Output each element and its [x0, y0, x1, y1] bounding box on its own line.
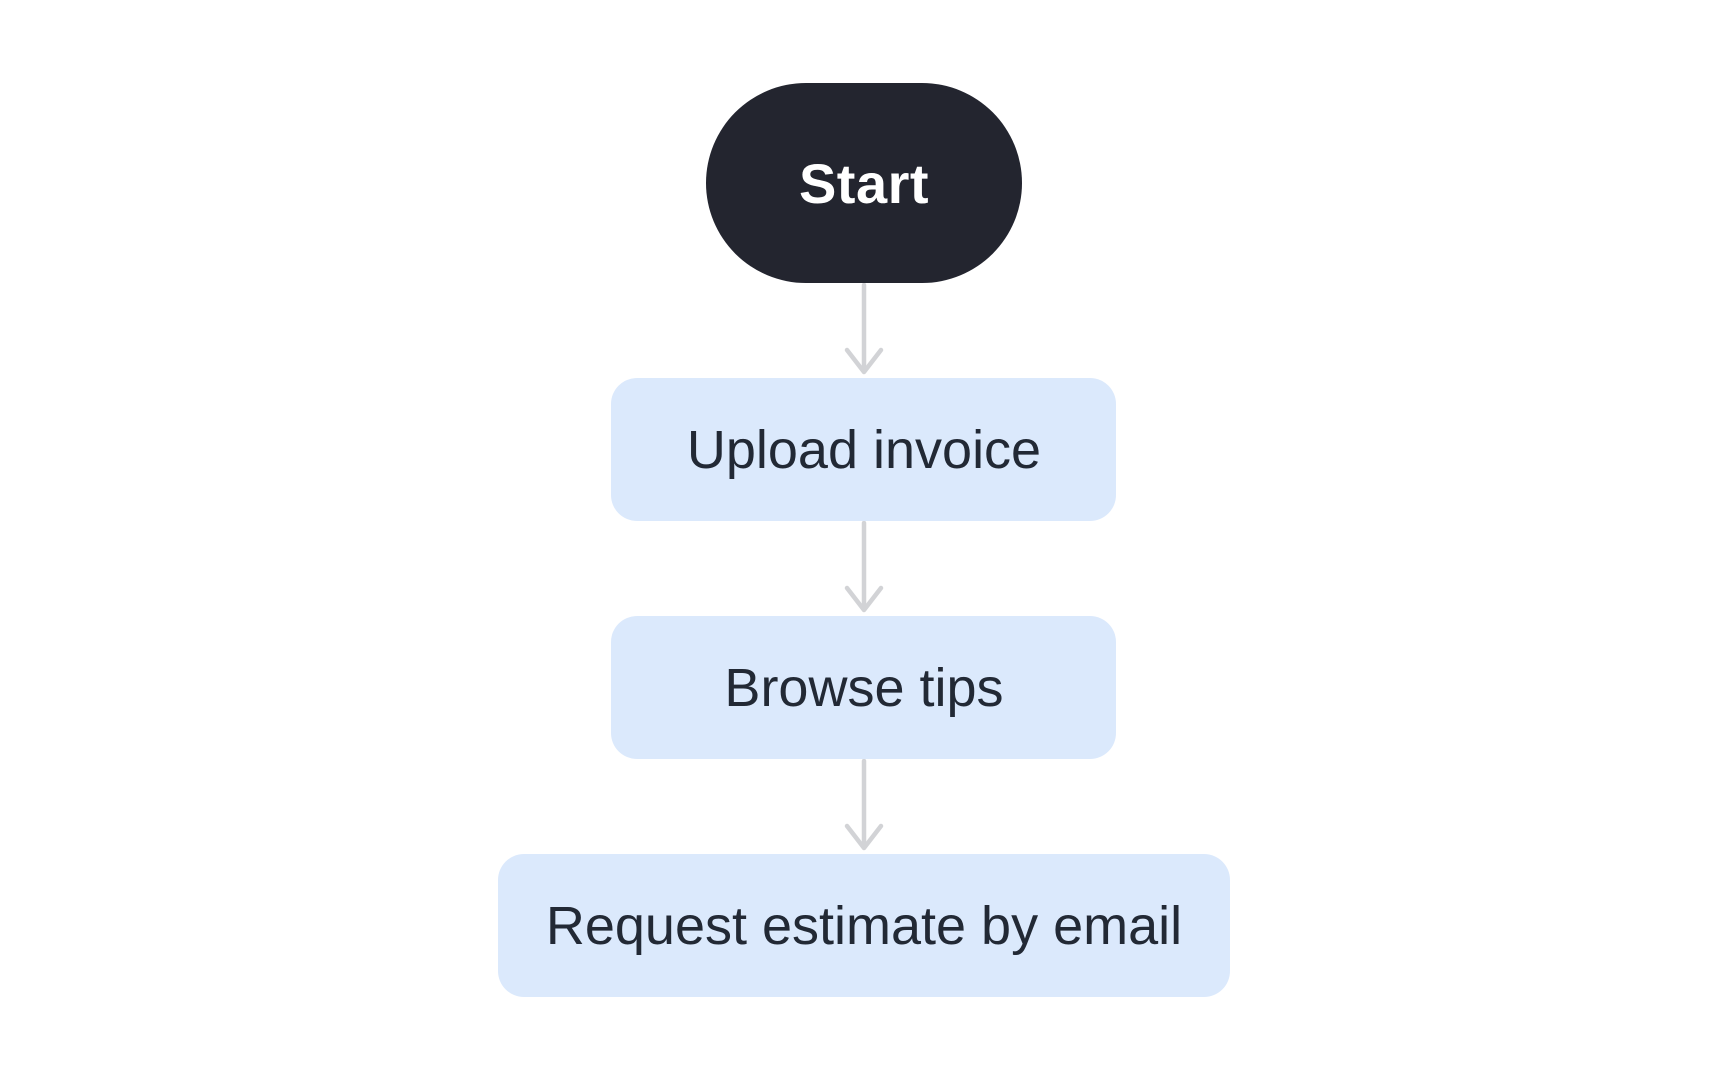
start-node: Start	[705, 83, 1022, 283]
arrow-down-icon	[844, 283, 884, 375]
step-node-upload-invoice: Upload invoice	[611, 378, 1117, 521]
arrow-down-icon	[844, 521, 884, 613]
step-node-label: Request estimate by email	[545, 895, 1183, 956]
start-node-label: Start	[798, 151, 930, 215]
flowchart: Start Upload invoice Browse tips Request…	[497, 83, 1231, 997]
step-node-request-estimate-by-email: Request estimate by email	[497, 854, 1231, 997]
arrow-down-icon	[844, 759, 884, 851]
step-node-browse-tips: Browse tips	[611, 616, 1117, 759]
step-node-label: Upload invoice	[686, 419, 1042, 480]
step-node-label: Browse tips	[724, 657, 1004, 718]
